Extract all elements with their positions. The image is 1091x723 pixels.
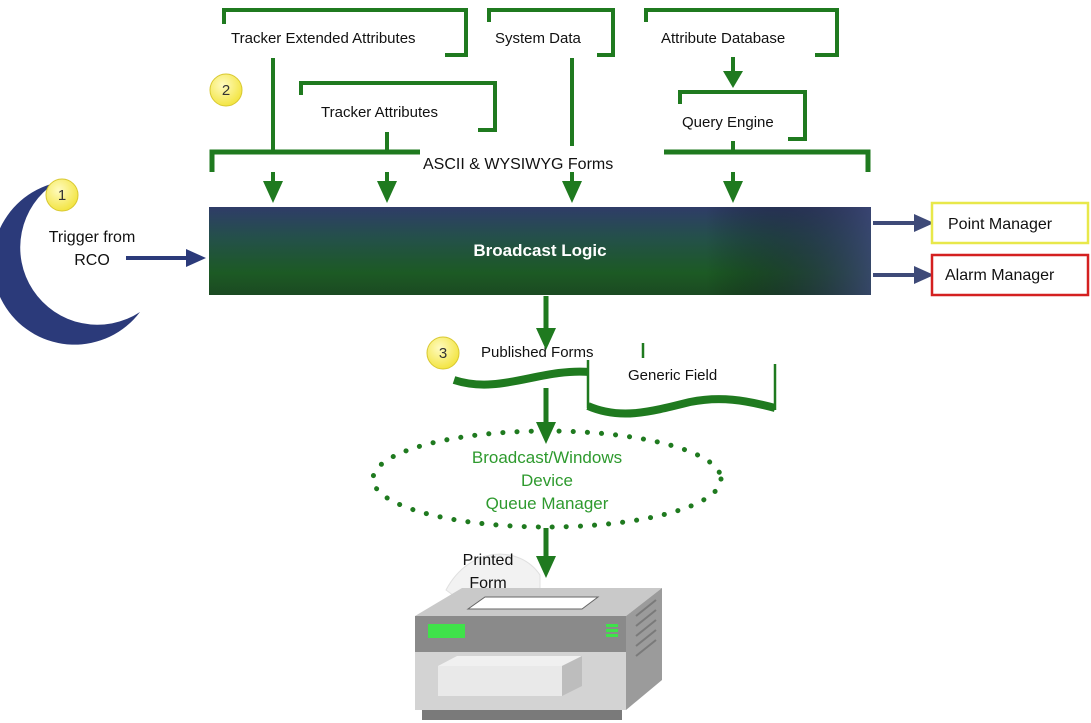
down-arrows: [263, 172, 743, 203]
step-2-badge: 2: [209, 73, 243, 107]
forms-bar: ASCII & WYSIWYG Forms: [209, 146, 871, 173]
printer-icon: [415, 588, 662, 720]
trigger-arrow: [126, 249, 206, 267]
query-engine-label: Query Engine: [682, 114, 774, 131]
system-data-label: System Data: [495, 30, 582, 47]
point-manager-label: Point Manager: [948, 216, 1053, 233]
published-forms-label: Published Forms: [481, 344, 594, 361]
alarm-manager-arrow: [873, 266, 934, 284]
broadcast-logic-label: Broadcast Logic: [473, 241, 606, 260]
step-1-badge: 1: [45, 178, 79, 212]
queue-line2: Device: [521, 471, 573, 490]
trigger-crescent: [0, 183, 140, 345]
alarm-manager-label: Alarm Manager: [945, 267, 1055, 284]
trigger-line1: Trigger from: [49, 229, 136, 246]
attribute-database-box: Attribute Database: [644, 8, 839, 57]
queue-manager: Broadcast/Windows Device Queue Manager: [370, 428, 724, 530]
step-2-number: 2: [222, 82, 230, 99]
queue-line1: Broadcast/Windows: [472, 448, 622, 467]
feed-lines: [271, 58, 735, 150]
broadcast-logic-block: Broadcast Logic: [209, 207, 871, 295]
printed-form-line2: Form: [469, 575, 506, 592]
system-data-box: System Data: [487, 8, 615, 57]
step-1-number: 1: [58, 187, 66, 204]
point-manager-arrow: [873, 214, 934, 232]
trigger-line2: RCO: [74, 252, 110, 269]
generic-field-label: Generic Field: [628, 367, 717, 384]
point-manager-box: Point Manager: [930, 201, 1090, 245]
logic-to-published-arrow: [536, 296, 556, 350]
attribute-database-label: Attribute Database: [661, 30, 785, 47]
tracker-attributes-label: Tracker Attributes: [321, 104, 438, 121]
published-forms-shape: [452, 343, 645, 389]
step-3-number: 3: [439, 345, 447, 362]
tracker-extended-box: Tracker Extended Attributes: [222, 8, 468, 57]
step-3-badge: 3: [426, 336, 460, 370]
queue-to-printer-arrow: [536, 528, 556, 578]
tracker-extended-label: Tracker Extended Attributes: [231, 30, 416, 47]
generic-field-shape: Generic Field: [586, 360, 777, 418]
db-to-query-arrow: [723, 57, 743, 88]
alarm-manager-box: Alarm Manager: [930, 253, 1090, 297]
tracker-attributes-box: Tracker Attributes: [299, 81, 497, 132]
printed-form-line1: Printed: [463, 552, 514, 569]
published-to-queue-arrow: [536, 388, 556, 444]
queue-line3: Queue Manager: [486, 494, 609, 513]
query-engine-box: Query Engine: [678, 90, 807, 141]
forms-bar-label: ASCII & WYSIWYG Forms: [423, 156, 613, 173]
